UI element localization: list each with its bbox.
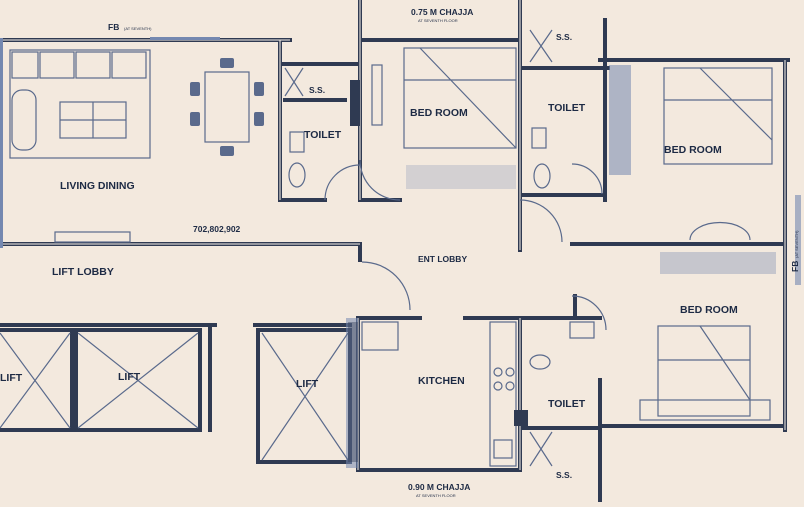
shower-3 [529, 431, 553, 467]
annotations: 0.75 M CHAJJA AT SEVENTH FLOOR 0.90 M CH… [108, 7, 800, 498]
lift-3-cross [261, 332, 349, 461]
label-toilet-3: TOILET [548, 398, 586, 410]
dining-chair [254, 82, 264, 96]
dining-chair [190, 82, 200, 96]
label-chajja-top-sub: AT SEVENTH FLOOR [418, 18, 458, 23]
label-bed-room-1: BED ROOM [410, 107, 468, 119]
bed-2-sheet [664, 67, 773, 141]
wc-3 [529, 354, 551, 370]
door-toilet-1 [324, 164, 361, 201]
bed-2-lamp [689, 221, 751, 241]
label-lift-1: LIFT [0, 372, 23, 384]
lift-2-cross [77, 332, 199, 429]
kitchen-counter [489, 321, 517, 467]
label-lift-3: LIFT [296, 378, 319, 390]
label-fb-right: FB [790, 261, 800, 272]
dining-chair [254, 112, 264, 126]
label-ss-3: S.S. [556, 470, 572, 480]
window-left [0, 38, 3, 248]
bed-3-sheet [658, 325, 751, 401]
shower-2 [529, 29, 553, 63]
kitchen-sink [493, 439, 513, 459]
label-bed-room-3: BED ROOM [680, 304, 738, 316]
armchair [11, 89, 37, 151]
coffee-table-grid [60, 102, 126, 138]
label-ss-1: S.S. [309, 85, 325, 95]
door-bed-1 [359, 159, 401, 201]
basin-2 [531, 127, 547, 149]
wall-lift2 [74, 328, 202, 432]
label-living-dining: LIVING DINING [60, 180, 135, 192]
label-ent-lobby: ENT LOBBY [418, 254, 467, 264]
bed3-wardrobe [660, 252, 776, 274]
wall-lift1 [0, 328, 74, 432]
window-bed2-left [609, 65, 631, 175]
basin-1 [289, 131, 305, 153]
dining-chair [220, 146, 234, 156]
label-fb-top: FB [108, 22, 119, 32]
column [514, 410, 528, 426]
label-chajja-bottom-sub: AT SEVENTH FLOOR [416, 493, 456, 498]
room-labels: LIVING DINING LIFT LOBBY ENT LOBBY KITCH… [0, 32, 738, 480]
hob-burner [505, 381, 515, 391]
door-entry [361, 261, 411, 311]
label-bed-room-2: BED ROOM [664, 144, 722, 156]
label-fb-top-sub: (AT SEVENTH) [124, 26, 152, 31]
sofa-seat [111, 51, 147, 79]
furniture [0, 29, 773, 467]
door-bed-3 [571, 295, 607, 331]
bed-2 [663, 67, 773, 165]
label-kitchen: KITCHEN [418, 375, 465, 387]
columns [348, 80, 528, 462]
label-unit-numbers: 702,802,902 [193, 224, 241, 234]
wc-1 [288, 162, 306, 188]
dining-chair [220, 58, 234, 68]
dining-chair [190, 112, 200, 126]
wc-2 [533, 163, 551, 189]
bed-1 [403, 47, 517, 149]
shower-1 [284, 67, 304, 97]
hob-burner [493, 381, 503, 391]
wall-highlights [0, 0, 786, 470]
bed-3 [657, 325, 751, 417]
hob-burner [493, 367, 503, 377]
basin-3 [569, 321, 595, 339]
lift-1-cross [0, 332, 71, 429]
column [348, 322, 358, 462]
dining-table [204, 71, 250, 143]
fb-right-band [795, 195, 801, 285]
bed1-wardrobe [406, 165, 516, 189]
door-bed-2 [519, 199, 563, 243]
column [350, 80, 360, 126]
bed-1-sheet [404, 47, 517, 149]
kitchen-window-band [346, 318, 358, 468]
door-toilet-2 [571, 163, 603, 195]
window-bands [0, 37, 801, 468]
sofa-seat [75, 51, 111, 79]
label-lift-lobby: LIFT LOBBY [52, 266, 114, 278]
label-ss-2: S.S. [556, 32, 572, 42]
window-living-top [150, 37, 220, 40]
label-fb-right-sub: (AT SEVENTH) [794, 230, 799, 258]
sofa-seat [39, 51, 75, 79]
tv-unit [54, 231, 131, 243]
hob-burner [505, 367, 515, 377]
label-lift-2: LIFT [118, 371, 141, 383]
kitchen-fridge [361, 321, 399, 351]
label-toilet-2: TOILET [548, 102, 586, 114]
bed-1-side-unit [371, 64, 383, 126]
sofa-area [9, 49, 151, 159]
sofa-seat [11, 51, 39, 79]
label-toilet-1: TOILET [304, 129, 342, 141]
label-chajja-top: 0.75 M CHAJJA [411, 7, 473, 17]
bed-3-dresser [639, 399, 771, 421]
label-chajja-bottom: 0.90 M CHAJJA [408, 482, 470, 492]
